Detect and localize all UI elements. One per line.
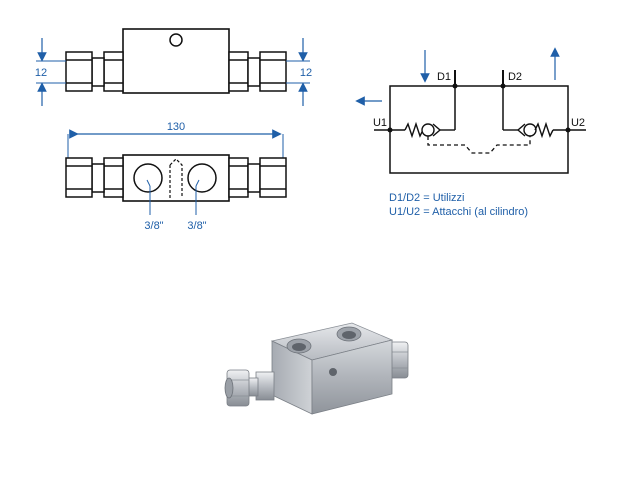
port-u1-label: U1	[373, 117, 387, 129]
port-left-circle	[133, 163, 163, 193]
port-d1-label: D1	[437, 71, 451, 83]
port-left-label: 3/8"	[144, 220, 163, 232]
check-valve-right	[503, 121, 554, 139]
product-mount-hole	[329, 368, 337, 376]
fitting-right-top	[228, 51, 287, 92]
legend-line-1: D1/D2 = Utilizzi	[389, 192, 465, 204]
body-hole	[169, 33, 183, 47]
legend-line-2: U1/U2 = Attacchi (al cilindro)	[389, 206, 528, 218]
valve-product-image	[224, 322, 409, 415]
hydraulic-schematic: D1 D2 U1 U2 D1/D2 = U	[355, 47, 586, 218]
product-fitting-left	[224, 369, 275, 407]
port-right-label: 3/8"	[187, 220, 206, 232]
schematic-frame	[389, 85, 569, 174]
pilot-line	[427, 136, 531, 154]
fitting-left-top	[65, 51, 124, 92]
port-d2-label: D2	[508, 71, 522, 83]
top-view: 12 12	[35, 28, 312, 106]
product-block-side	[311, 339, 393, 415]
fitting-right-side	[228, 157, 287, 198]
side-view: 130 3/8" 3/8"	[65, 121, 287, 232]
dimension-left-label: 12	[35, 67, 47, 79]
dimension-right: 12	[286, 38, 312, 106]
check-valve-left	[404, 121, 455, 139]
length-dimension-label: 130	[167, 121, 185, 133]
fitting-left-side	[65, 157, 124, 198]
dimension-left: 12	[35, 38, 66, 106]
dimension-right-label: 12	[300, 67, 312, 79]
port-right-circle	[187, 163, 217, 193]
port-u2-label: U2	[571, 117, 585, 129]
